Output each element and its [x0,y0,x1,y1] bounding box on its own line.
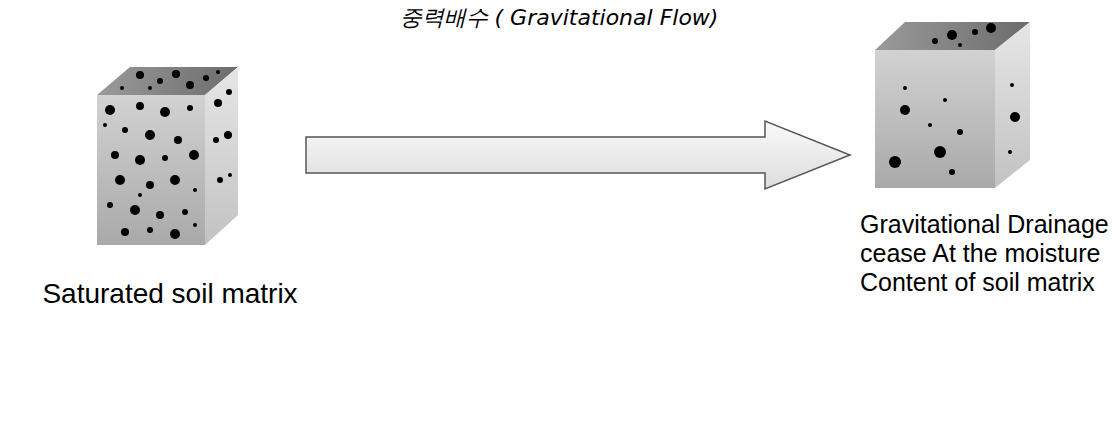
cube-caption: Saturated soil matrix [42,278,298,310]
diagram-title: 중력배수 ( Gravitational Flow) [0,4,1118,32]
saturated-cube [97,67,238,245]
soil-cube: Gravitational Drainage cease At the mois… [856,18,1114,300]
flow-arrow [306,121,850,189]
soil-cube: Saturated soil matrix [38,62,302,314]
cube-caption: Gravitational Drainage cease At the mois… [860,210,1110,296]
drained-cube [875,22,1030,188]
